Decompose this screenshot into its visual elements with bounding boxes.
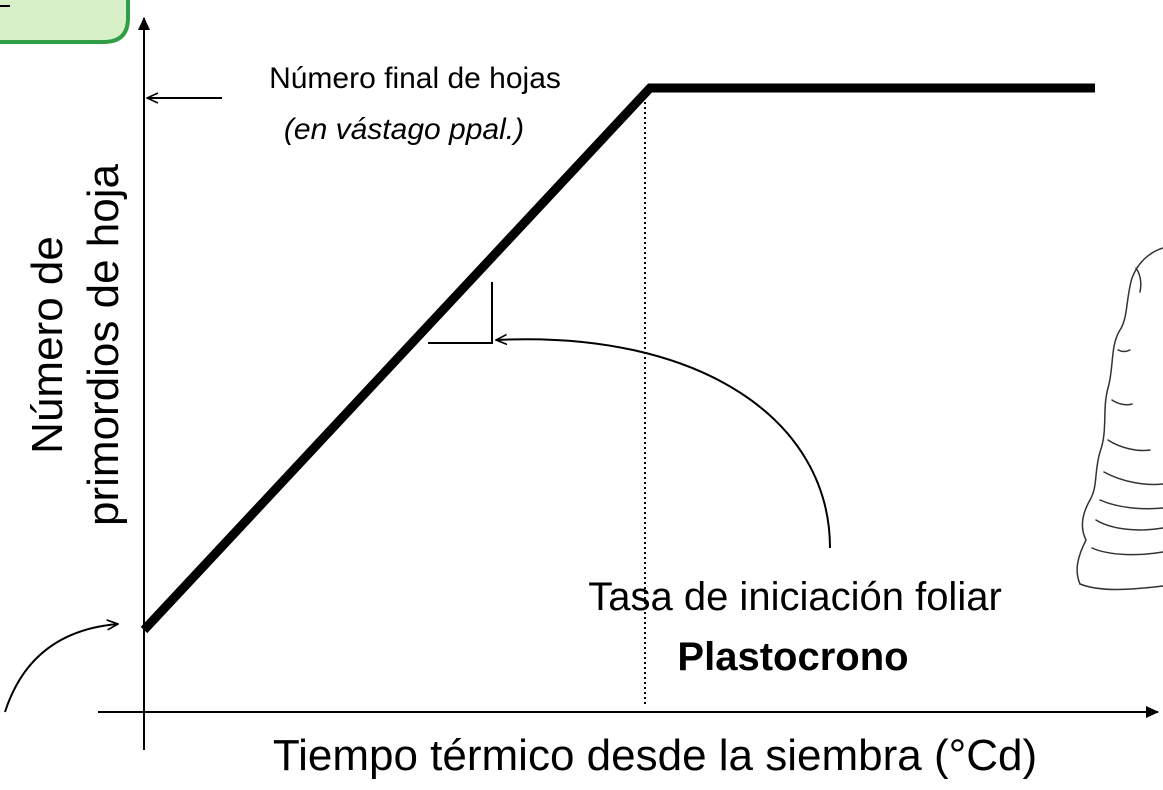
leaf-primordia-line bbox=[140, 83, 1095, 634]
y-axis-label-line1: Número de bbox=[23, 236, 72, 454]
slope-triangle bbox=[428, 282, 493, 344]
rate-label: Tasa de iniciación foliar bbox=[588, 575, 1002, 619]
intercept-curved-arrow bbox=[4, 624, 118, 713]
plastochron-label: Plastocrono bbox=[677, 635, 908, 679]
final-leaf-sublabel: (en vástago ppal.) bbox=[284, 113, 524, 146]
y-axis-label-line2: primordios de hoja bbox=[79, 163, 128, 525]
rate-curved-arrow bbox=[496, 339, 831, 549]
shoot-apex-sketch bbox=[1076, 247, 1163, 591]
corner-badge bbox=[0, 0, 130, 44]
final-leaf-label: Número final de hojas bbox=[269, 62, 561, 95]
x-axis-label: Tiempo térmico desde la siembra (°Cd) bbox=[273, 731, 1037, 780]
